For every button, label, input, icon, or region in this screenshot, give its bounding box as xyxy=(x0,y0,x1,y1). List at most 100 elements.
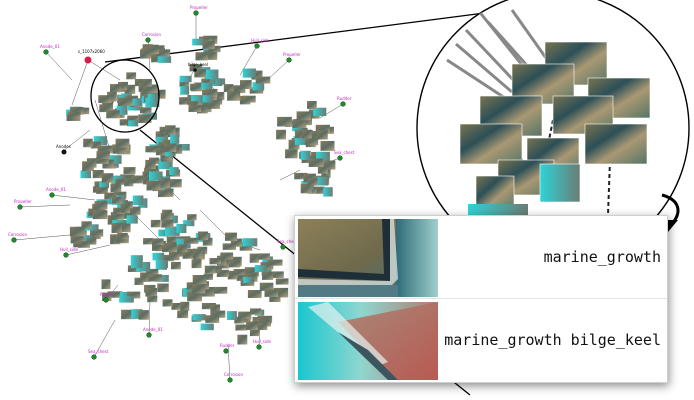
image-thumbnail[interactable] xyxy=(187,291,202,302)
image-thumbnail[interactable] xyxy=(300,116,312,126)
leaf-node[interactable] xyxy=(223,348,229,354)
image-thumbnail[interactable] xyxy=(234,316,245,324)
image-thumbnail[interactable] xyxy=(200,323,214,331)
image-thumbnail[interactable] xyxy=(320,141,335,151)
image-thumbnail[interactable] xyxy=(154,252,165,261)
image-thumbnail[interactable] xyxy=(123,167,136,175)
leaf-node[interactable] xyxy=(280,244,286,250)
leaf-node[interactable] xyxy=(11,237,17,243)
image-thumbnail[interactable] xyxy=(136,262,151,272)
image-thumbnail[interactable] xyxy=(104,192,117,199)
image-thumbnail[interactable] xyxy=(246,321,258,330)
image-thumbnail[interactable] xyxy=(251,70,263,80)
image-thumbnail[interactable] xyxy=(192,284,206,294)
image-thumbnail[interactable] xyxy=(107,215,118,225)
image-thumbnail[interactable] xyxy=(138,114,152,123)
image-thumbnail[interactable] xyxy=(315,124,330,134)
image-thumbnail[interactable] xyxy=(315,186,325,194)
image-thumbnail[interactable] xyxy=(176,224,187,234)
image-thumbnail[interactable] xyxy=(179,75,192,83)
image-thumbnail[interactable] xyxy=(240,80,252,89)
image-thumbnail[interactable] xyxy=(264,289,279,297)
image-thumbnail[interactable] xyxy=(81,221,92,229)
leaf-node[interactable] xyxy=(256,344,262,350)
image-thumbnail[interactable] xyxy=(93,136,108,145)
image-thumbnail[interactable] xyxy=(262,271,274,280)
image-thumbnail[interactable] xyxy=(304,137,318,146)
image-thumbnail[interactable] xyxy=(294,130,308,139)
image-thumbnail[interactable] xyxy=(158,190,171,198)
image-thumbnail[interactable] xyxy=(223,84,234,93)
leaf-node[interactable] xyxy=(254,43,260,49)
image-thumbnail[interactable] xyxy=(134,277,144,285)
image-thumbnail[interactable] xyxy=(134,79,147,87)
image-thumbnail[interactable] xyxy=(191,95,204,104)
image-thumbnail[interactable] xyxy=(194,82,205,90)
image-thumbnail[interactable] xyxy=(199,36,212,43)
image-thumbnail[interactable] xyxy=(220,252,234,260)
leaf-node[interactable] xyxy=(103,297,109,303)
image-thumbnail[interactable] xyxy=(146,180,161,191)
image-thumbnail[interactable] xyxy=(200,287,215,297)
image-thumbnail[interactable] xyxy=(116,105,128,115)
leaf-node[interactable] xyxy=(17,204,23,210)
image-thumbnail[interactable] xyxy=(107,291,123,298)
image-thumbnail[interactable] xyxy=(204,265,216,274)
image-thumbnail[interactable] xyxy=(180,301,190,311)
image-thumbnail[interactable] xyxy=(317,165,328,174)
image-thumbnail[interactable] xyxy=(292,119,307,128)
image-thumbnail[interactable] xyxy=(216,269,229,277)
image-thumbnail[interactable] xyxy=(180,86,190,95)
image-thumbnail[interactable] xyxy=(97,145,113,154)
image-thumbnail[interactable] xyxy=(237,334,248,345)
image-thumbnail[interactable] xyxy=(177,310,189,319)
image-thumbnail[interactable] xyxy=(121,309,136,320)
image-thumbnail[interactable] xyxy=(119,291,132,299)
image-thumbnail[interactable] xyxy=(217,255,227,266)
image-thumbnail[interactable] xyxy=(310,131,322,139)
image-thumbnail[interactable] xyxy=(77,241,90,248)
leaf-node[interactable] xyxy=(337,155,343,161)
image-thumbnail[interactable] xyxy=(235,324,247,331)
image-thumbnail[interactable] xyxy=(155,149,166,156)
image-thumbnail[interactable] xyxy=(210,310,226,318)
image-thumbnail[interactable] xyxy=(242,95,256,103)
image-thumbnail[interactable] xyxy=(70,235,84,244)
image-thumbnail[interactable] xyxy=(209,258,222,265)
image-thumbnail[interactable] xyxy=(116,222,131,233)
image-thumbnail[interactable] xyxy=(161,219,174,228)
image-thumbnail[interactable] xyxy=(242,238,258,247)
image-thumbnail[interactable] xyxy=(131,259,143,269)
image-thumbnail[interactable] xyxy=(105,197,115,205)
result-row[interactable]: marine_growth bilge_keel xyxy=(295,299,667,381)
hub-node-center[interactable] xyxy=(193,68,197,72)
image-thumbnail[interactable] xyxy=(96,187,108,194)
image-thumbnail[interactable] xyxy=(124,84,136,94)
image-thumbnail[interactable] xyxy=(171,261,181,270)
image-thumbnail[interactable] xyxy=(92,210,108,220)
image-thumbnail[interactable] xyxy=(131,175,146,184)
image-thumbnail[interactable] xyxy=(115,178,127,185)
image-thumbnail[interactable] xyxy=(176,238,191,249)
image-thumbnail[interactable] xyxy=(146,268,159,275)
image-thumbnail[interactable] xyxy=(147,93,158,103)
image-thumbnail[interactable] xyxy=(192,248,203,259)
image-thumbnail[interactable] xyxy=(185,248,199,257)
image-thumbnail[interactable] xyxy=(101,173,114,183)
image-thumbnail[interactable] xyxy=(98,95,112,103)
image-thumbnail[interactable] xyxy=(307,101,317,109)
image-thumbnail[interactable] xyxy=(308,158,324,168)
image-thumbnail[interactable] xyxy=(249,253,259,263)
image-thumbnail[interactable] xyxy=(226,311,237,320)
image-thumbnail[interactable] xyxy=(108,155,122,164)
image-thumbnail[interactable] xyxy=(145,97,160,108)
image-thumbnail[interactable] xyxy=(155,260,167,270)
image-thumbnail[interactable] xyxy=(197,231,208,240)
image-thumbnail[interactable] xyxy=(244,267,259,277)
image-thumbnail[interactable] xyxy=(167,179,182,188)
leaf-node[interactable] xyxy=(63,252,69,258)
image-thumbnail[interactable] xyxy=(140,272,150,282)
image-thumbnail[interactable] xyxy=(126,72,137,80)
image-thumbnail[interactable] xyxy=(79,235,93,242)
image-thumbnail[interactable] xyxy=(145,146,161,153)
